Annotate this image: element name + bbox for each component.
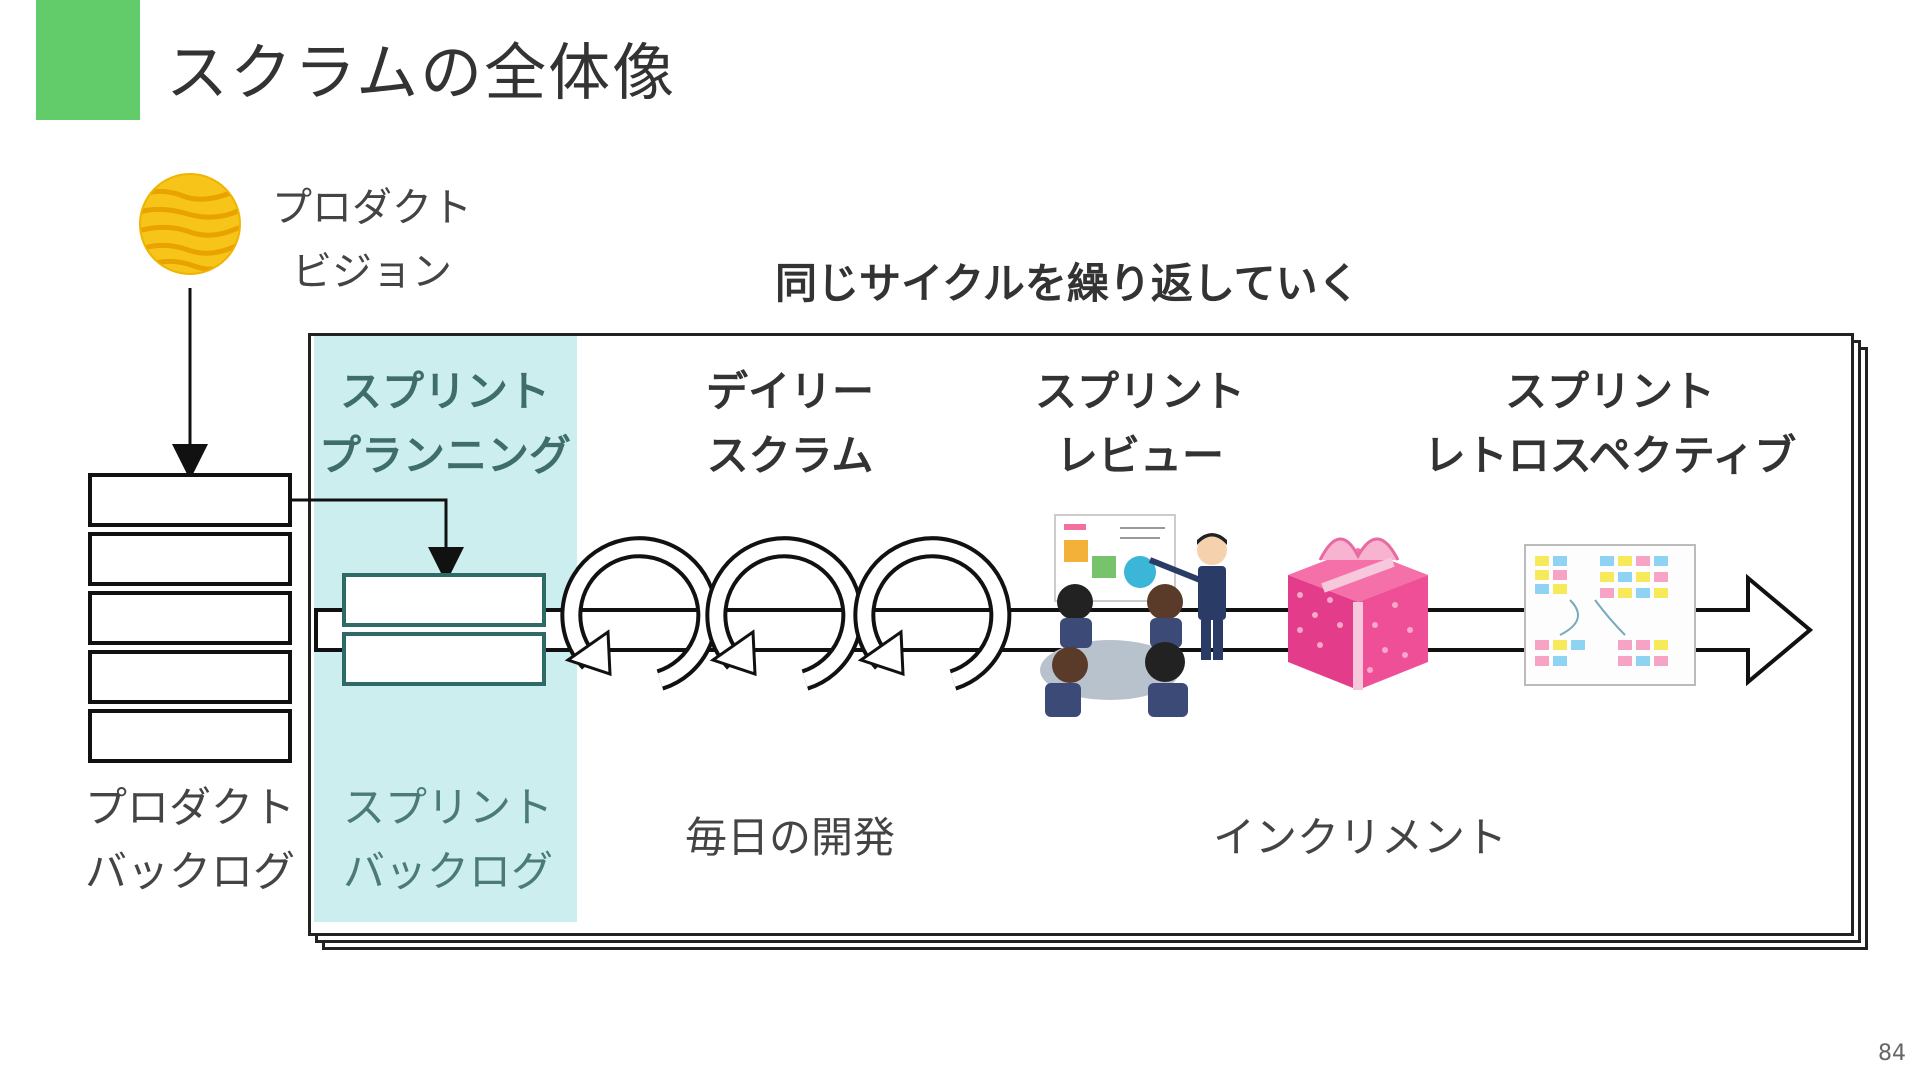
product-vision-line1: プロダクト	[272, 185, 472, 231]
backlog-stack-icon	[88, 473, 292, 763]
stage-sprint-retrospective-line1: スプリント	[1504, 367, 1715, 416]
title-accent-block	[36, 0, 140, 120]
sprint-backlog-line2: バックログ	[342, 847, 553, 896]
stage-sprint-review: スプリント レビュー	[990, 360, 1290, 488]
product-backlog-label: プロダクト バックログ	[60, 776, 320, 904]
stage-sprint-review-line2: レビュー	[1055, 431, 1224, 480]
stage-sprint-planning-line2: プランニング	[318, 431, 571, 480]
stage-daily-scrum-line1: デイリー	[705, 367, 874, 416]
page-title: スクラムの全体像	[166, 36, 677, 109]
stage-sprint-review-line1: スプリント	[1034, 367, 1245, 416]
product-vision-label: プロダクト ビジョン	[262, 176, 482, 304]
stage-sprint-planning-line1: スプリント	[339, 367, 550, 416]
increment-label: インクリメント	[1212, 813, 1507, 862]
product-backlog-line1: プロダクト	[84, 783, 295, 832]
backlog-to-sprint-arrow	[290, 498, 464, 583]
stage-sprint-planning: スプリント プランニング	[300, 360, 590, 488]
backlog-item	[88, 532, 292, 586]
stage-sprint-retrospective-line2: レトロスペクティブ	[1423, 431, 1797, 480]
backlog-item	[88, 709, 292, 763]
sprint-backlog-stack-icon	[342, 573, 546, 686]
sprint-backlog-line1: スプリント	[342, 783, 553, 832]
backlog-item	[88, 650, 292, 704]
product-vision-line2: ビジョン	[292, 249, 452, 295]
loop-arrow-icon	[560, 536, 1012, 691]
sprint-backlog-item	[342, 573, 546, 627]
page-number: 84	[1878, 1041, 1906, 1066]
product-backlog-line2: バックログ	[84, 847, 295, 896]
stage-daily-scrum-line2: スクラム	[706, 431, 874, 480]
sprint-backlog-item	[342, 632, 546, 686]
stage-daily-scrum: デイリー スクラム	[640, 360, 940, 488]
sun-icon	[138, 172, 242, 276]
daily-work-label: 毎日の開発	[684, 813, 895, 862]
gift-box-icon	[1288, 537, 1428, 690]
sticky-note-board-icon	[1524, 544, 1696, 686]
backlog-item	[88, 591, 292, 645]
stage-sprint-retrospective: スプリント レトロスペクティブ	[1410, 360, 1810, 488]
presentation-meeting-icon	[1040, 514, 1227, 717]
cycle-repeat-label: 同じサイクルを繰り返していく	[775, 259, 1360, 308]
sprint-backlog-label: スプリント バックログ	[318, 776, 578, 904]
backlog-item	[88, 473, 292, 527]
